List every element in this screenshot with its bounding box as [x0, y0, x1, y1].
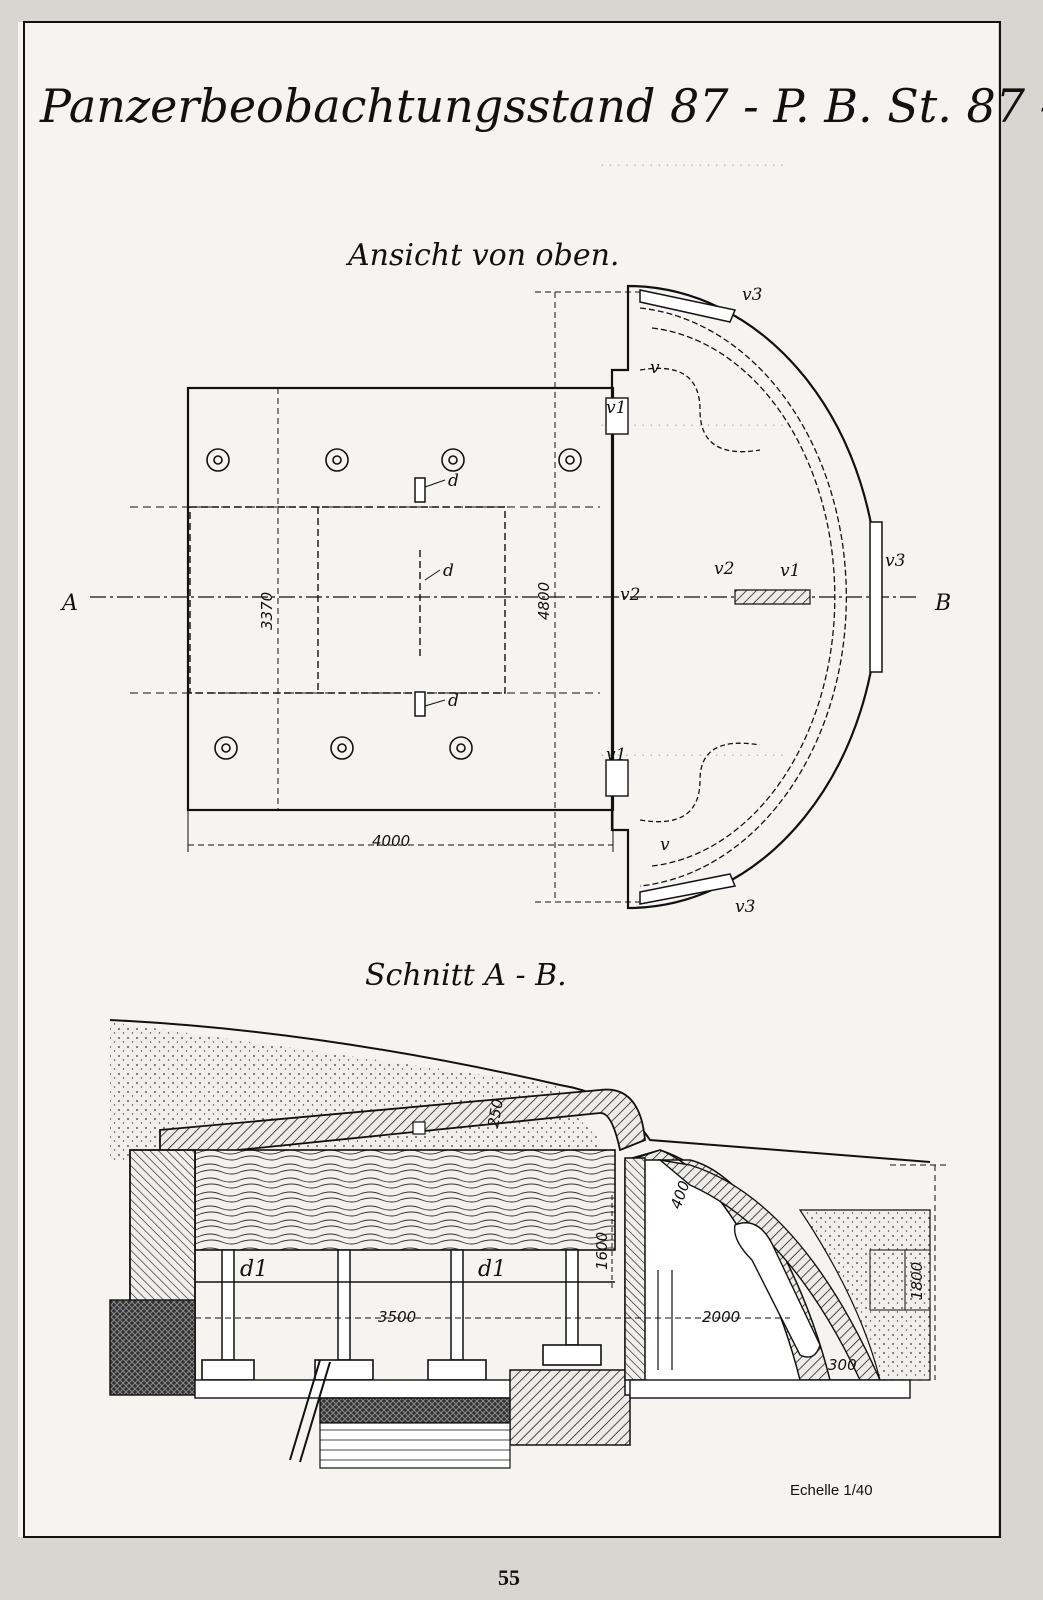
page-number: 55 — [498, 1565, 520, 1590]
svg-text:· · · · · · · · · · · · · · ·: · · · · · · · · · · · · · · · · · · · · … — [600, 419, 784, 434]
dim-2000: 2000 — [702, 1308, 740, 1326]
svg-text:· · · · · · · · · · · · · · ·: · · · · · · · · · · · · · · · · · · · · … — [600, 159, 784, 174]
label-v1-center: v1 — [780, 561, 800, 581]
plan-heading: Ansicht von oben. — [345, 238, 619, 273]
label-v-bottom: v — [660, 835, 670, 855]
dim-300: 300 — [828, 1356, 857, 1374]
dim-250: 250 — [484, 1097, 507, 1128]
section-heading: Schnitt A - B. — [365, 958, 567, 993]
label-v3-top: v3 — [742, 285, 762, 305]
label-v1-top: v1 — [606, 398, 626, 418]
axis-label-b: B — [934, 591, 951, 616]
dim-1800: 1800 — [908, 1262, 926, 1300]
label-v3-bottom: v3 — [735, 897, 755, 917]
label-d-middle: d — [443, 561, 454, 581]
drawing-frame — [23, 21, 1001, 1538]
scale-note: Echelle 1/40 — [790, 1482, 873, 1499]
dim-height-3370: 3370 — [258, 592, 276, 630]
dim-total-4800: 4800 — [535, 582, 553, 620]
label-v3-right: v3 — [885, 551, 905, 571]
dim-width-4000: 4000 — [372, 832, 410, 850]
label-d1-right: d1 — [478, 1257, 506, 1282]
section-view — [109, 1019, 950, 1469]
label-d-lower: d — [448, 691, 459, 711]
label-v-top: v — [650, 358, 660, 378]
axis-label-a: A — [60, 591, 78, 616]
dim-1600: 1600 — [593, 1232, 611, 1270]
label-v2-left: v2 — [620, 585, 640, 605]
label-v2-center: v2 — [714, 559, 734, 579]
svg-text:· · · · · · · · · · · · · · ·: · · · · · · · · · · · · · · · · · · · · … — [600, 749, 784, 764]
drawing-title: Panzerbeobachtungsstand 87 - P. B. St. 8… — [39, 79, 1043, 133]
plan-view — [90, 284, 920, 910]
label-d-upper: d — [448, 471, 459, 491]
dim-3500: 3500 — [378, 1308, 416, 1326]
label-d1-left: d1 — [240, 1257, 268, 1282]
label-v1-bottom: v1 — [606, 745, 626, 765]
